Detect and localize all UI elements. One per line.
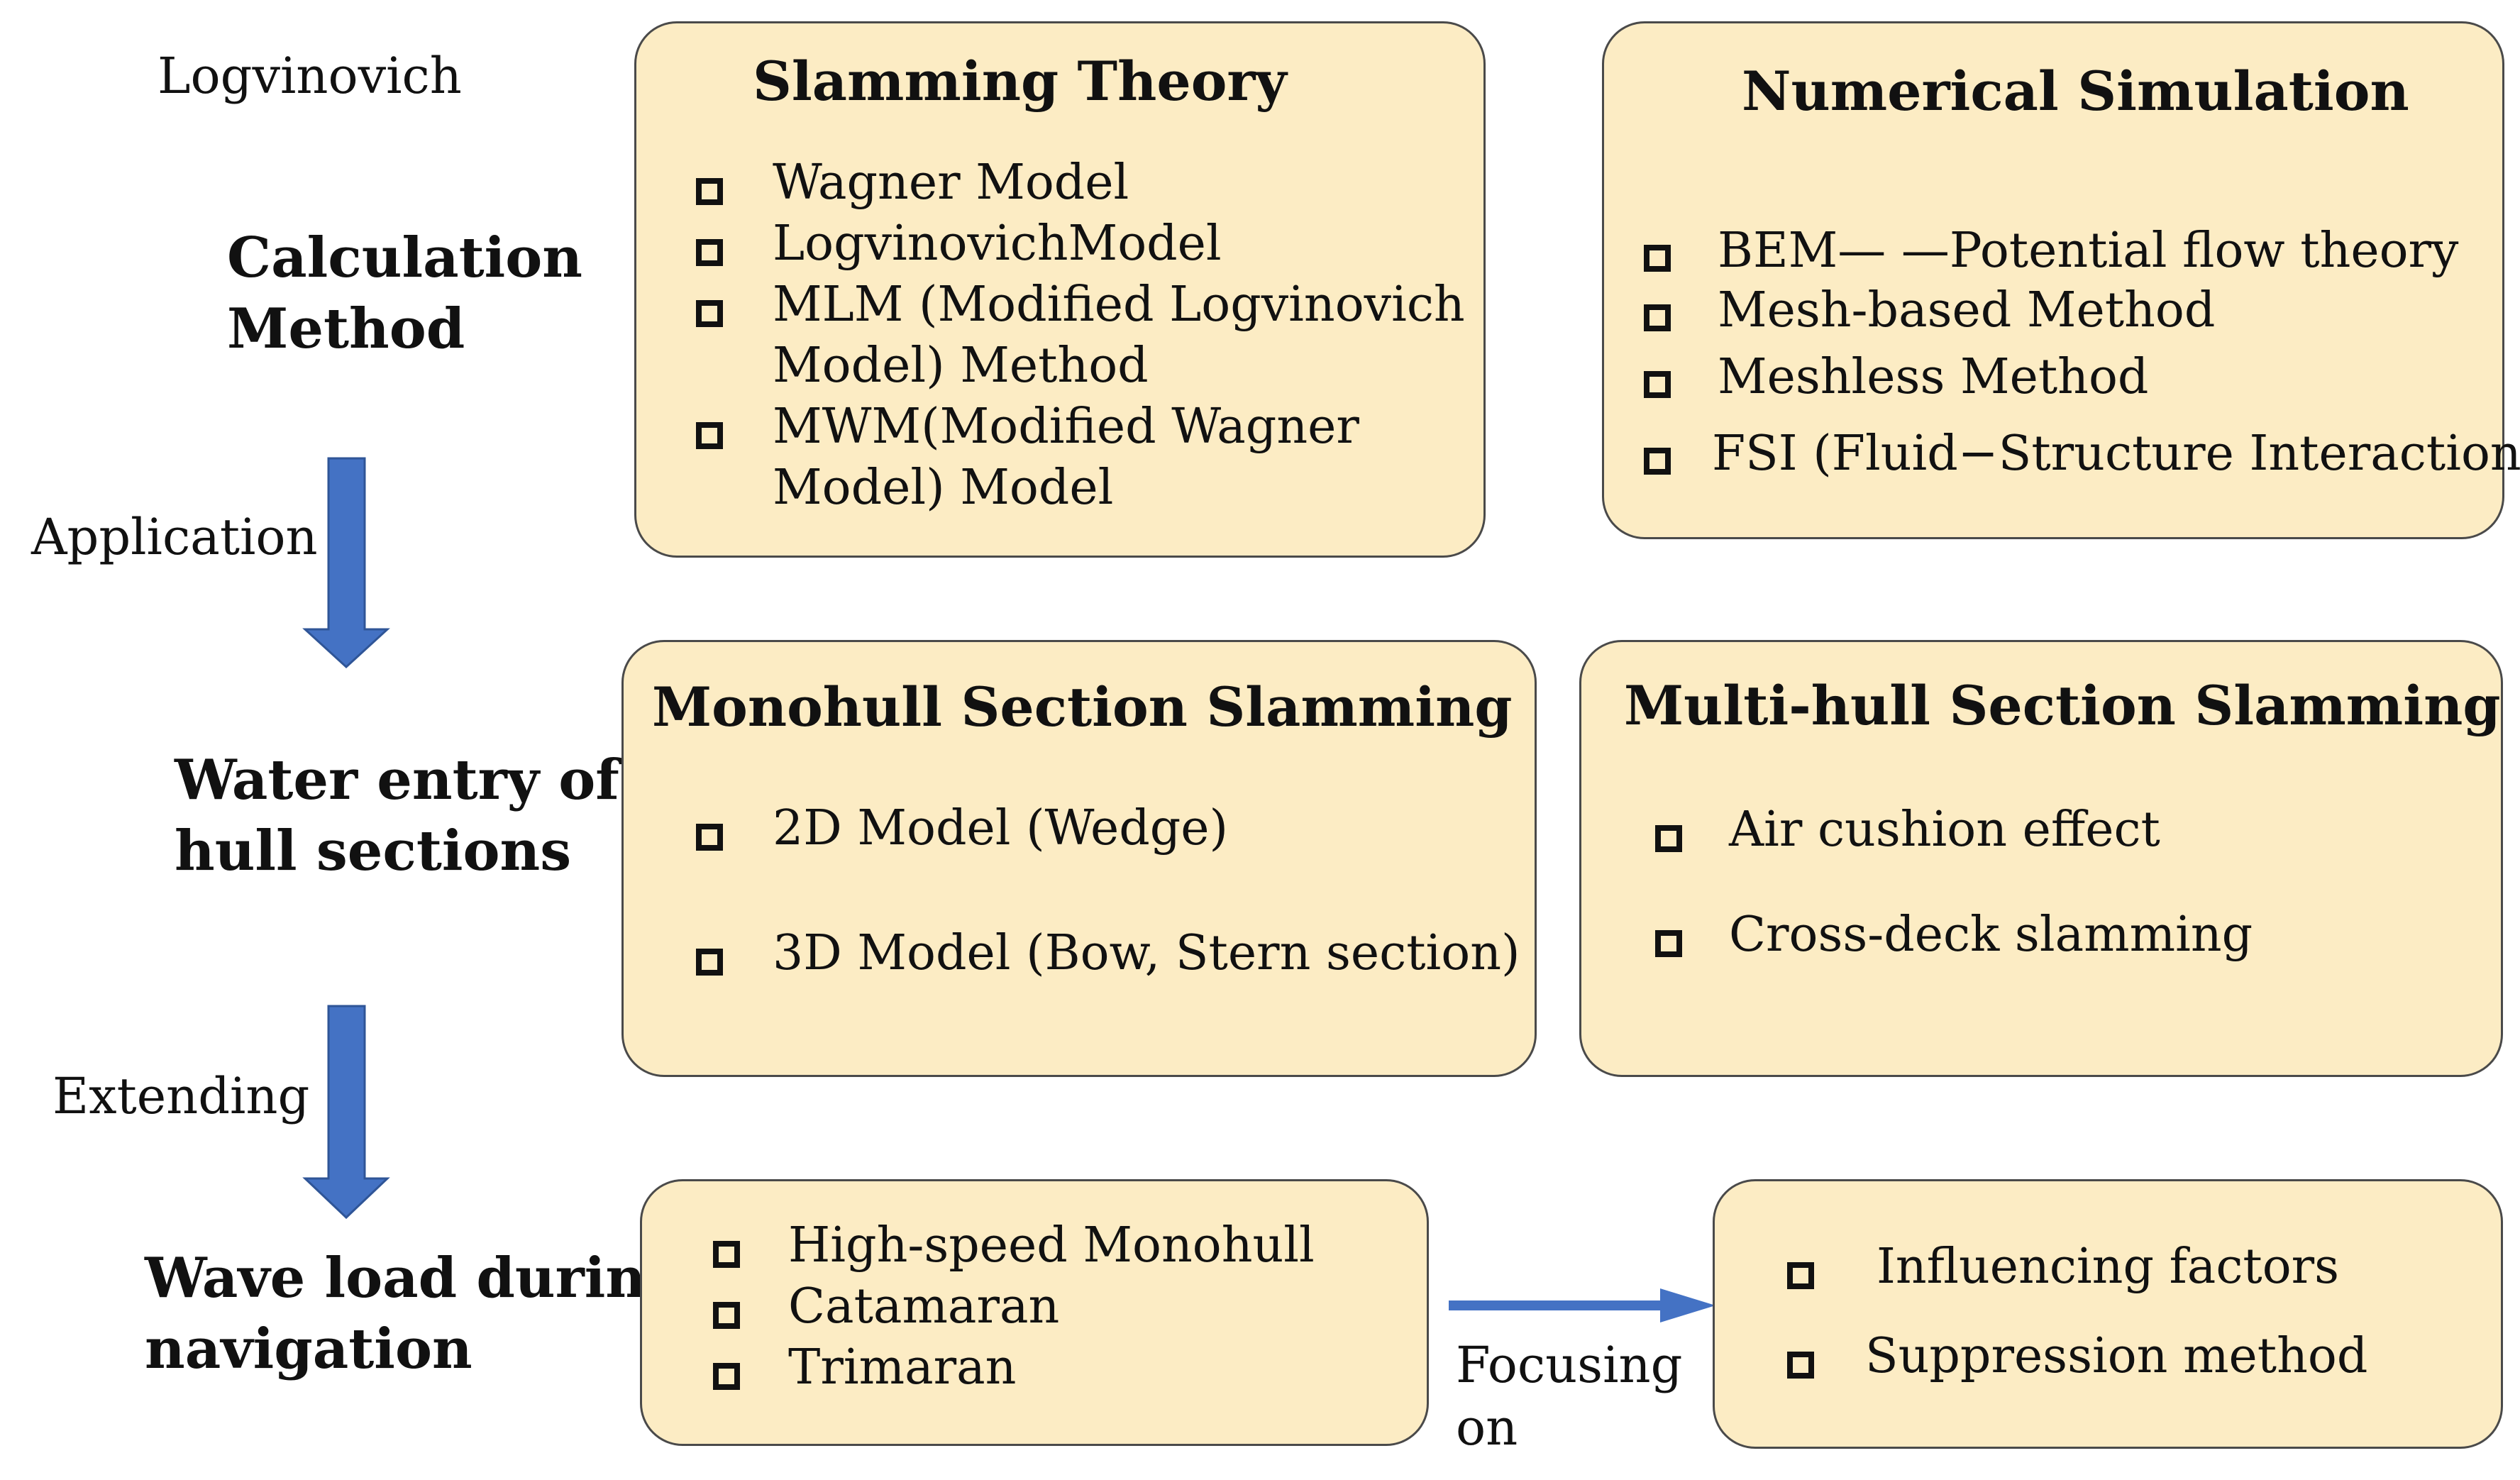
wave-load-line-2: navigation	[145, 1317, 472, 1381]
slamming-theory-box: Slamming Theory Wagner Model Logvinovich…	[634, 21, 1486, 558]
multihull-box: Multi-hull Section Slamming Air cushion …	[1579, 640, 2503, 1077]
mlm-line-2: Model) Method	[773, 338, 1149, 394]
3d-model-item: 3D Model (Bow, Stern section)	[773, 925, 1520, 981]
2d-model-item: 2D Model (Wedge)	[773, 800, 1229, 856]
checkbox-icon	[1644, 245, 1671, 272]
checkbox-icon	[696, 949, 723, 976]
calculation-method-line-2: Method	[227, 297, 465, 361]
vessels-box: High-speed Monohull Catamaran Trimaran	[640, 1179, 1429, 1446]
slamming-theory-title: Slamming Theory	[753, 50, 1287, 113]
checkbox-icon	[696, 178, 723, 205]
meshless-item: Meshless Method	[1718, 349, 2149, 405]
checkbox-icon	[1644, 448, 1671, 475]
suppression-method-item: Suppression method	[1865, 1328, 2368, 1384]
focusing-arrow-head	[1660, 1288, 1715, 1322]
fsi-item: FSI (Fluid−Structure Interaction)	[1712, 426, 2520, 482]
checkbox-icon	[1655, 825, 1682, 852]
focusing-line-1: Focusing	[1456, 1336, 1683, 1394]
water-entry-line-2: hull sections	[175, 819, 572, 883]
application-arrow	[302, 457, 390, 669]
wave-load-line-1: Wave load during	[145, 1246, 685, 1310]
checkbox-icon	[696, 239, 723, 266]
wave-load-label: Wave load during navigation	[145, 1243, 685, 1385]
application-label: Application	[31, 508, 318, 566]
extending-label: Extending	[52, 1067, 310, 1125]
cross-deck-item: Cross-deck slamming	[1729, 907, 2253, 963]
checkbox-icon	[1787, 1352, 1814, 1379]
mwm-line-1: MWM(Modified Wagner	[773, 399, 1359, 455]
mwm-line-2: Model) Model	[773, 460, 1114, 516]
wagner-model-item: Wagner Model	[773, 155, 1129, 211]
mlm-line-1: MLM (Modified Logvinovich	[773, 277, 1465, 333]
focusing-label: Focusing on	[1456, 1334, 1682, 1459]
numerical-simulation-box: Numerical Simulation BEM— —Potential flo…	[1602, 21, 2520, 539]
multihull-title: Multi-hull Section Slamming	[1624, 674, 2501, 737]
logvinovich-model-item: LogvinovichModel	[773, 216, 1222, 272]
checkbox-icon	[1655, 930, 1682, 957]
monohull-title: Monohull Section Slamming	[652, 675, 1513, 739]
focusing-line-2: on	[1456, 1398, 1518, 1457]
extending-arrow	[302, 1005, 390, 1220]
water-entry-line-1: Water entry of	[175, 748, 619, 812]
checkbox-icon	[696, 300, 723, 327]
influencing-factors-item: Influencing factors	[1877, 1239, 2340, 1295]
bem-item: BEM— —Potential flow theory	[1718, 223, 2459, 279]
calculation-method-label: Calculation Method	[227, 223, 582, 365]
numerical-simulation-title: Numerical Simulation	[1742, 60, 2409, 123]
checkbox-icon	[1644, 304, 1671, 331]
air-cushion-item: Air cushion effect	[1729, 802, 2160, 858]
focus-box: Influencing factors Suppression method	[1713, 1179, 2503, 1449]
checkbox-icon	[696, 422, 723, 449]
monohull-box: Monohull Section Slamming 2D Model (Wedg…	[621, 640, 1537, 1077]
trimaran-item: Trimaran	[788, 1340, 1017, 1396]
checkbox-icon	[713, 1302, 740, 1329]
calculation-method-line-1: Calculation	[227, 226, 583, 290]
mesh-based-item: Mesh-based Method	[1718, 282, 2216, 338]
catamaran-item: Catamaran	[788, 1279, 1060, 1335]
checkbox-icon	[713, 1241, 740, 1268]
checkbox-icon	[1644, 371, 1671, 398]
mwm-item: MWM(Modified Wagner Model) Model	[773, 397, 1359, 519]
mlm-item: MLM (Modified Logvinovich Model) Method	[773, 275, 1465, 397]
checkbox-icon	[713, 1363, 740, 1390]
checkbox-icon	[1787, 1262, 1814, 1289]
high-speed-monohull-item: High-speed Monohull	[788, 1217, 1315, 1274]
water-entry-label: Water entry of hull sections	[175, 745, 619, 887]
checkbox-icon	[696, 824, 723, 851]
logvinovich-label: Logvinovich	[158, 47, 462, 105]
